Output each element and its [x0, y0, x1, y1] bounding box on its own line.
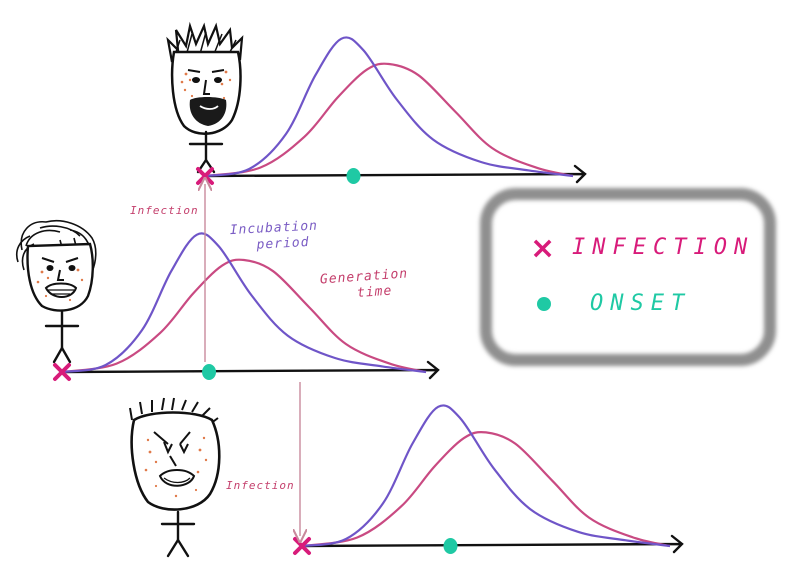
time-axis: [300, 534, 684, 554]
onset-dot-icon: [346, 168, 361, 184]
onset-dot-icon: [443, 538, 458, 554]
panel-middle: [53, 232, 440, 381]
svg-text:Generation: Generation: [319, 266, 408, 287]
panel-top: [196, 36, 587, 185]
spiky-hair-icon: [166, 21, 244, 63]
legend-onset-dot-icon: [537, 297, 551, 311]
incubation-period-curve: [204, 36, 574, 178]
person-bottom: [129, 397, 221, 558]
bristle-hair-icon: [129, 397, 219, 425]
legend-onset-label: ONSET: [590, 291, 691, 316]
infection-label-top: Infection: [130, 204, 199, 217]
svg-text:time: time: [357, 283, 393, 300]
rash-spots-icon: [180, 70, 232, 100]
legend-infection-label: INFECTION: [572, 235, 754, 260]
legend-infection-marker-icon: ×: [530, 231, 555, 266]
face-outline: [26, 242, 94, 312]
beard-icon: [189, 97, 227, 126]
onset-dot-icon: [202, 364, 217, 380]
person-top: [166, 21, 244, 174]
generation-time-curve: [204, 62, 574, 178]
rash-spots-icon: [144, 436, 208, 498]
curve-panels: [53, 36, 684, 555]
svg-text:period: period: [255, 235, 310, 253]
face-outline: [130, 411, 221, 511]
generation-time-label: Generation time: [319, 266, 408, 301]
svg-text:Incubation: Incubation: [229, 218, 318, 238]
panel-bottom: [293, 404, 684, 555]
legend: × INFECTION ONSET: [480, 188, 776, 366]
person-middle: [15, 220, 97, 364]
generation-time-curve: [61, 258, 427, 374]
time-axis: [60, 360, 440, 380]
legend-border: [480, 188, 776, 366]
incubation-period-curve: [301, 404, 671, 548]
infection-x-icon: [53, 363, 71, 381]
incubation-period-label: Incubation period: [229, 218, 318, 253]
incubation-period-curve: [61, 232, 427, 374]
time-axis: [203, 164, 587, 184]
infection-label-bottom: Infection: [226, 479, 295, 492]
generation-time-curve: [301, 430, 671, 548]
